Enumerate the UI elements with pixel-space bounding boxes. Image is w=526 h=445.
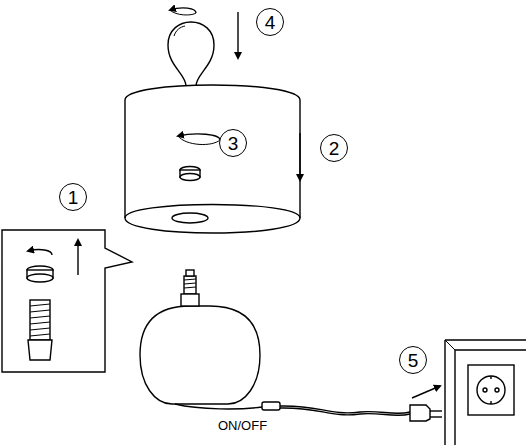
detail-inset	[2, 230, 132, 372]
switch	[262, 402, 280, 410]
switch-label: ON/OFF	[218, 418, 267, 433]
wall-socket	[445, 340, 526, 445]
callout-circle: 4	[256, 8, 284, 36]
callout-circle: 5	[399, 346, 427, 374]
callout-circle: 2	[320, 134, 348, 162]
callout-number: 5	[408, 351, 419, 370]
callout-number: 4	[265, 13, 276, 32]
callout-circle: 3	[219, 129, 247, 157]
lamp-shade	[125, 85, 300, 233]
callout-number: 1	[68, 188, 79, 207]
plug	[410, 405, 430, 421]
callout-circle: 1	[59, 183, 87, 211]
bulb	[168, 22, 214, 86]
lamp-base	[140, 306, 260, 404]
callout-number: 2	[329, 139, 340, 158]
callout-number: 3	[228, 134, 239, 153]
